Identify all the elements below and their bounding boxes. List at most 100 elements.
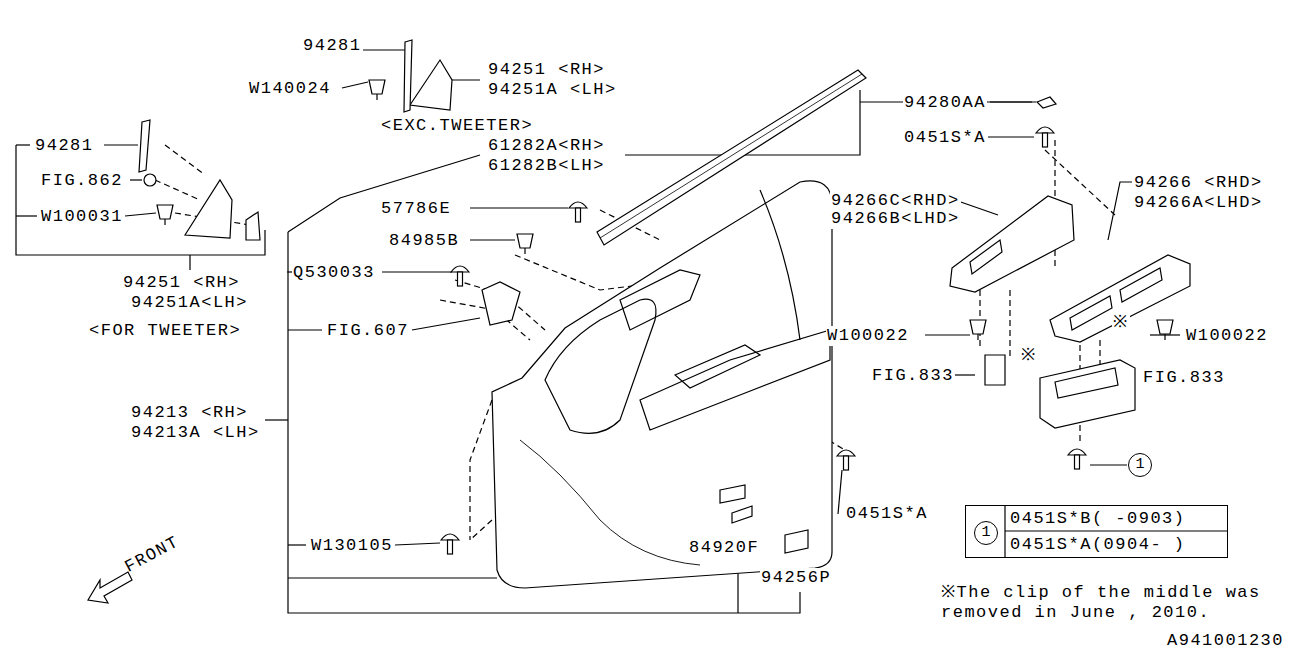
drawing-number: A941001230 xyxy=(1166,631,1285,651)
leader-line xyxy=(16,215,37,216)
table-cell: 0451S*A(0904- ) xyxy=(1010,535,1186,555)
switch-panel xyxy=(1050,255,1190,342)
assembly-line xyxy=(470,400,492,540)
part-label: 84920F xyxy=(688,538,760,558)
clip xyxy=(157,205,173,219)
part-label: 94280AA xyxy=(903,93,987,113)
cover xyxy=(1037,97,1056,108)
leader-line xyxy=(189,255,190,270)
screw xyxy=(451,266,469,272)
clip xyxy=(164,219,165,225)
switch-unit xyxy=(985,355,1005,385)
sealer xyxy=(139,120,150,172)
part-label: 94251 <RH> xyxy=(122,273,241,293)
part-label: FIG.607 xyxy=(326,321,410,341)
screw xyxy=(844,456,849,470)
part-label: 61282A<RH> xyxy=(487,136,606,156)
leader-line xyxy=(104,144,138,145)
part-label: 61282B<LH> xyxy=(487,156,606,176)
leader-line xyxy=(382,271,452,272)
tweeter-cover xyxy=(185,180,232,238)
door-trim-panel xyxy=(760,190,800,340)
clip xyxy=(1164,334,1165,340)
part-label: W130105 xyxy=(310,536,394,556)
part-label: 94256P xyxy=(760,568,832,588)
clip xyxy=(732,506,752,523)
leader-line xyxy=(342,82,368,88)
screw xyxy=(1068,449,1086,455)
clip xyxy=(576,208,581,222)
part-label: <EXC.TWEETER> xyxy=(380,116,534,136)
clip xyxy=(569,202,587,208)
leader-line xyxy=(288,577,497,578)
clip xyxy=(369,80,385,94)
screw xyxy=(1075,455,1080,469)
leader-line xyxy=(470,207,568,208)
part-label: <FOR TWEETER> xyxy=(88,321,242,341)
door-pull-handle xyxy=(620,270,700,330)
leader-line xyxy=(470,239,515,240)
screw xyxy=(1036,127,1054,133)
screw xyxy=(458,272,463,286)
leader-line xyxy=(1090,464,1127,465)
inner-handle xyxy=(482,282,520,325)
clip xyxy=(524,248,525,254)
leader-line xyxy=(265,419,288,420)
leader-line xyxy=(395,543,440,545)
clip xyxy=(441,534,459,540)
part-label: 94281 xyxy=(34,136,95,156)
part-label: W140024 xyxy=(248,79,332,99)
clip xyxy=(1157,320,1173,334)
part-label: 94266A<LHD> xyxy=(1133,193,1264,213)
callout-circle: 1 xyxy=(1128,453,1152,477)
switch-panel xyxy=(1120,268,1162,302)
leader-line xyxy=(288,329,322,330)
leader-line xyxy=(838,470,842,514)
note-text: ※The clip of the middle was removed in J… xyxy=(940,583,1287,623)
leader-line xyxy=(988,136,1034,137)
note-mark: ※ xyxy=(1112,313,1130,333)
front-arrow xyxy=(88,572,132,603)
clip xyxy=(376,94,377,100)
switch-panel xyxy=(970,240,1002,274)
armrest xyxy=(675,345,760,388)
leader-line xyxy=(287,271,288,272)
part-label: W100022 xyxy=(826,326,910,346)
armrest xyxy=(640,330,830,430)
part-label: FIG.862 xyxy=(40,171,124,191)
leader-line xyxy=(288,155,480,232)
part-label: 94251 <RH> xyxy=(487,60,606,80)
note-mark: ※ xyxy=(1020,346,1038,366)
part-label: 94213A <LH> xyxy=(130,423,261,443)
leader-line xyxy=(412,318,480,330)
screw xyxy=(1043,133,1048,147)
part-label: 57786E xyxy=(380,199,452,219)
clip xyxy=(970,320,986,334)
part-label: 84985B xyxy=(388,231,460,251)
part-label: 94281 xyxy=(302,36,363,56)
assembly-line xyxy=(165,145,205,175)
part-label: Q530033 xyxy=(292,263,376,283)
assembly-line xyxy=(515,255,640,290)
part-label: 94266C<RHD> xyxy=(830,191,961,211)
part-label: 94251A <LH> xyxy=(487,80,618,100)
part-label: 0451S*A xyxy=(845,504,929,524)
callout-circle: 1 xyxy=(974,521,998,545)
part-label: 94213 <RH> xyxy=(130,403,249,423)
callout-number: 1 xyxy=(1129,455,1151,475)
leader-line xyxy=(125,213,156,216)
switch-unit xyxy=(1055,368,1118,398)
switch-unit xyxy=(1040,360,1135,428)
switch-panel xyxy=(950,196,1074,292)
part-label: W100022 xyxy=(1185,326,1269,346)
part-label: FIG.833 xyxy=(1142,368,1226,388)
assembly-line xyxy=(155,180,200,200)
assembly-line xyxy=(470,520,492,540)
part-label: 94266 <RHD> xyxy=(1133,173,1264,193)
part-label: FIG.833 xyxy=(871,366,955,386)
clip xyxy=(977,334,978,340)
leader-line xyxy=(358,49,410,50)
assembly-line xyxy=(455,280,545,330)
leader-line xyxy=(990,101,1036,102)
leader-line xyxy=(955,200,998,215)
